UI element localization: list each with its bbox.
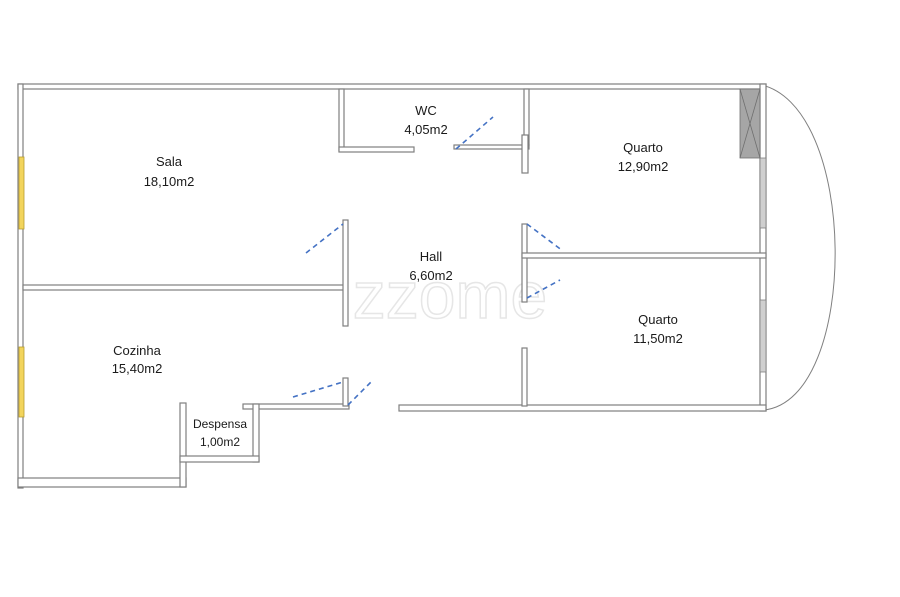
room-area: 11,50m2 — [633, 331, 683, 346]
room-name: Sala — [156, 154, 183, 169]
watermark: zzome — [353, 258, 547, 332]
room-sala: Sala 18,10m2 — [144, 154, 195, 189]
room-area: 12,90m2 — [618, 159, 669, 174]
room-name: Quarto — [623, 140, 663, 155]
room-area: 4,05m2 — [404, 122, 447, 137]
window-quarto-1 — [759, 157, 767, 229]
room-name: Despensa — [193, 417, 247, 431]
room-area: 6,60m2 — [409, 268, 452, 283]
room-area: 15,40m2 — [112, 361, 163, 376]
room-quarto-1: Quarto 12,90m2 — [618, 140, 669, 174]
window-cozinha — [18, 346, 25, 418]
room-name: Quarto — [638, 312, 678, 327]
window-sala — [18, 156, 25, 230]
room-name: Hall — [420, 249, 443, 264]
room-quarto-2: Quarto 11,50m2 — [633, 312, 683, 346]
room-despensa: Despensa 1,00m2 — [193, 417, 247, 449]
doors — [292, 116, 564, 406]
room-wc: WC 4,05m2 — [404, 103, 447, 137]
room-hall: Hall 6,60m2 — [409, 249, 452, 283]
room-area: 1,00m2 — [200, 435, 240, 449]
balcony-arc — [756, 83, 836, 411]
outer-walls — [17, 83, 767, 489]
room-area: 18,10m2 — [144, 174, 195, 189]
room-name: WC — [415, 103, 437, 118]
closet — [739, 88, 761, 159]
room-cozinha: Cozinha 15,40m2 — [112, 343, 163, 376]
window-quarto-2 — [759, 299, 767, 373]
windows — [18, 156, 767, 418]
interior-walls — [22, 88, 767, 488]
room-name: Cozinha — [113, 343, 161, 358]
